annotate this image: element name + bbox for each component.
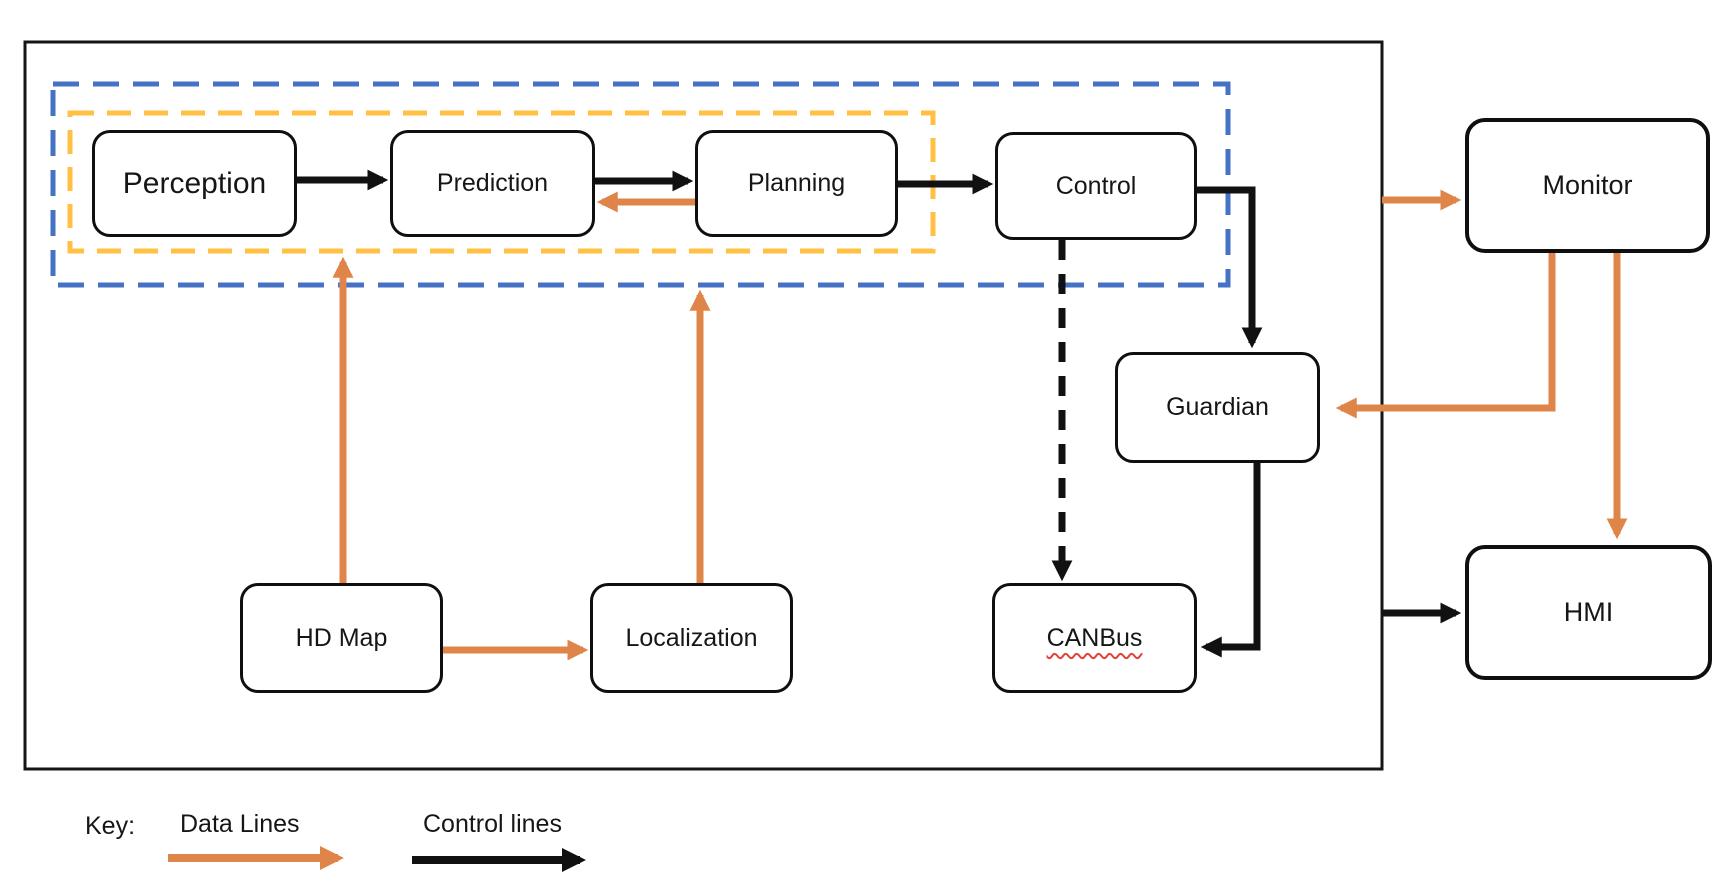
- node-guardian-label: Guardian: [1166, 393, 1269, 421]
- node-localization: Localization: [590, 583, 793, 693]
- node-planning: Planning: [695, 130, 898, 237]
- node-control: Control: [995, 132, 1197, 240]
- arrow-guardian-to-canbus: [1200, 460, 1261, 658]
- arrow-monitor-to-guardian: [1335, 252, 1556, 419]
- node-hd-map-label: HD Map: [295, 623, 388, 652]
- node-canbus: CANBus: [992, 583, 1197, 693]
- node-control-label: Control: [1055, 171, 1137, 200]
- key-control-lines-label: Control lines: [423, 810, 562, 838]
- node-perception-label: Perception: [122, 166, 267, 200]
- node-monitor: Monitor: [1465, 118, 1710, 253]
- node-localization-label: Localization: [625, 623, 758, 652]
- node-hd-map: HD Map: [240, 583, 443, 693]
- node-hmi: HMI: [1465, 545, 1712, 680]
- node-guardian: Guardian: [1115, 352, 1320, 463]
- blue-dashed-group: [50, 81, 1231, 288]
- node-perception: Perception: [92, 130, 297, 237]
- node-prediction-label: Prediction: [436, 169, 549, 197]
- node-hmi-label: HMI: [1563, 597, 1614, 627]
- key-data-lines-label: Data Lines: [180, 810, 300, 838]
- node-canbus-label: CANBus: [1046, 623, 1143, 652]
- key-title: Key:: [85, 812, 136, 840]
- node-monitor-label: Monitor: [1542, 170, 1633, 200]
- node-planning-label: Planning: [747, 169, 846, 197]
- arrow-control-to-guardian: [1195, 186, 1263, 349]
- node-prediction: Prediction: [390, 130, 595, 237]
